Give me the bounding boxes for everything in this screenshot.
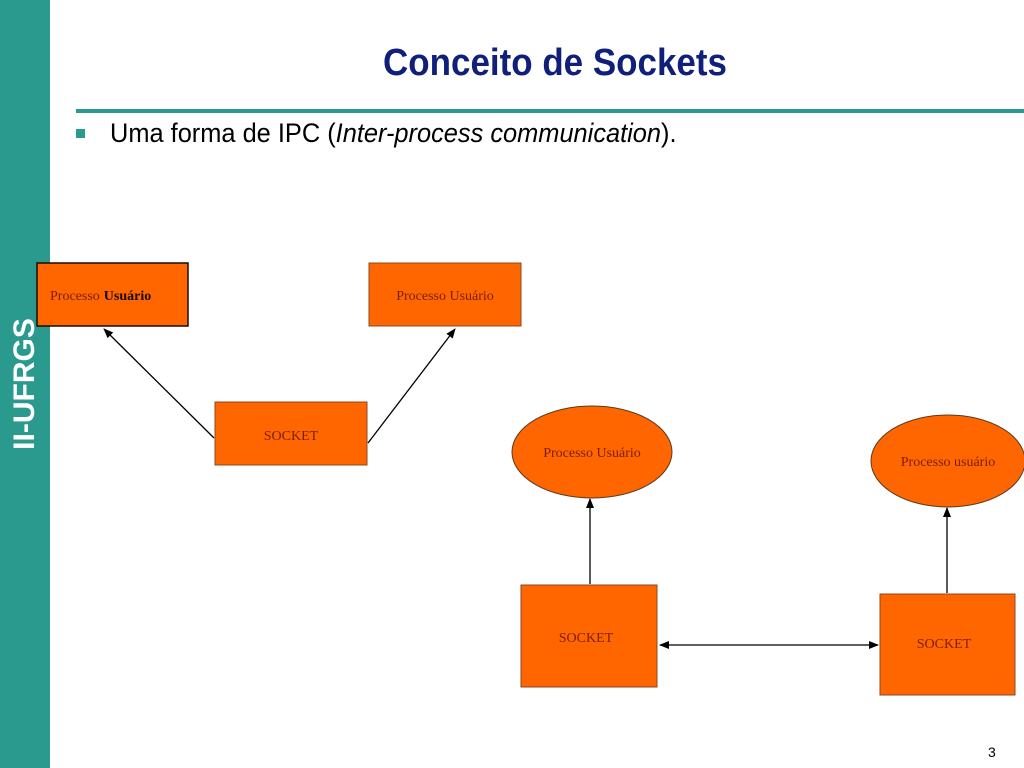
socket-box-bottom-right: SOCKET xyxy=(879,593,1016,696)
process-box-left-label-2: Usuário xyxy=(104,289,151,304)
sidebar: II-UFRGS xyxy=(0,0,50,768)
socket-box-top-label: SOCKET xyxy=(264,429,319,444)
title-divider xyxy=(76,109,1024,113)
page-number: 3 xyxy=(988,744,996,760)
socket-box-bottom-left-label: SOCKET xyxy=(559,631,614,646)
bullet-square-icon xyxy=(76,129,85,138)
process-ellipse-right-label: Processo usuário xyxy=(901,455,996,470)
socket-box-bottom-right-label: SOCKET xyxy=(917,637,972,652)
process-box-right: Processo Usuário xyxy=(368,262,522,327)
bullet-italic: Inter-process communication xyxy=(335,118,662,148)
slide-title: Conceito de Sockets xyxy=(383,42,727,84)
process-ellipse-right: Processo usuário xyxy=(870,414,1024,508)
socket-box-top: SOCKET xyxy=(214,401,368,466)
arrow-socket-to-left-process xyxy=(103,328,215,439)
bullet-text: Uma forma de IPC (Inter-process communic… xyxy=(110,118,677,149)
arrow-socket-to-right-process xyxy=(367,328,456,444)
socket-box-bottom-left: SOCKET xyxy=(520,584,658,688)
process-ellipse-left-label: Processo Usuário xyxy=(543,446,641,461)
process-box-right-label: Processo Usuário xyxy=(396,289,494,304)
process-box-left: Processo Usuário xyxy=(36,262,189,327)
bullet-prefix: Uma forma de IPC ( xyxy=(110,118,336,148)
process-box-left-label-1: Processo xyxy=(50,289,100,304)
bullet-suffix: ). xyxy=(661,118,677,148)
process-ellipse-left: Processo Usuário xyxy=(511,405,673,499)
